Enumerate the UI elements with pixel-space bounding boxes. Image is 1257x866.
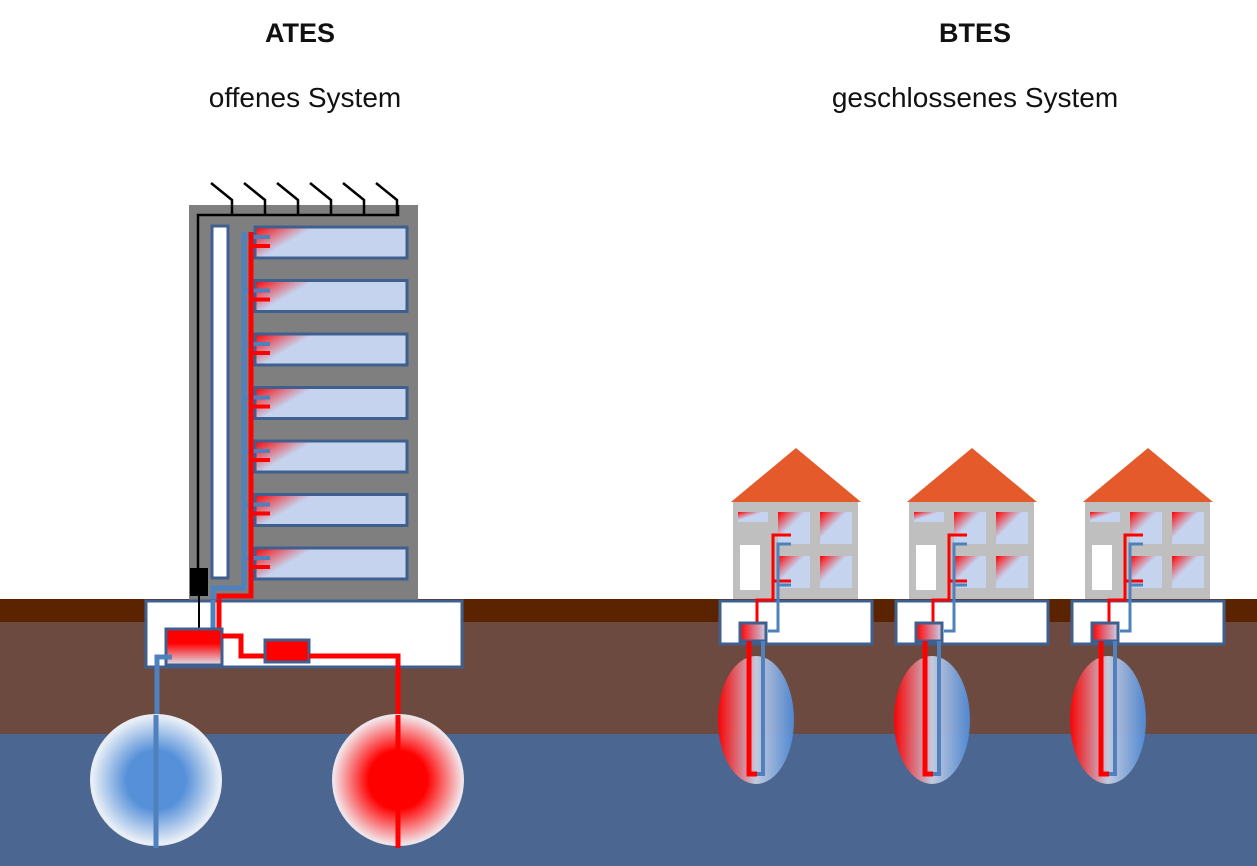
office-floor: [244, 546, 409, 581]
borehole-hot-pipe: [746, 641, 757, 777]
control-box: [190, 568, 208, 596]
hot-riser: [216, 232, 254, 600]
office-floor: [244, 279, 409, 313]
house-window: [914, 512, 944, 522]
house-door: [916, 545, 936, 590]
house-window: [1130, 512, 1162, 544]
office-floor: [244, 493, 409, 527]
house-door: [1092, 545, 1112, 590]
house-window: [820, 556, 852, 588]
house-window: [820, 512, 852, 544]
roof: [731, 448, 861, 502]
btes-subtitle: geschlossenes System: [831, 82, 1119, 113]
heat-pump: [1090, 621, 1120, 643]
btes-house-2: [894, 448, 1050, 784]
house-window: [996, 512, 1028, 544]
borehole-hot-pipe: [1098, 641, 1109, 777]
borehole-hot-pipe: [922, 641, 933, 777]
office-floor: [244, 386, 409, 420]
house-window: [996, 556, 1028, 588]
cold-riser: [210, 232, 247, 600]
heat-pump: [738, 621, 768, 643]
office-floor: [244, 332, 409, 367]
house-window: [1172, 512, 1204, 544]
house-window: [1090, 512, 1120, 522]
borehole-cold-pipe: [933, 641, 941, 776]
house-door: [740, 545, 760, 590]
roof: [907, 448, 1037, 502]
borehole-cold-pipe: [1109, 641, 1117, 776]
house-window: [1130, 556, 1162, 588]
house-window: [954, 512, 986, 544]
ates-subtitle: offenes System: [208, 82, 402, 113]
heat-exchanger: [263, 638, 311, 664]
office-floor: [244, 439, 409, 474]
antenna-icons: [196, 182, 400, 595]
ates-building: [189, 182, 418, 600]
house-window: [778, 556, 810, 588]
elevator-shaft: [210, 224, 230, 580]
house-window: [954, 556, 986, 588]
btes-title: BTES: [938, 18, 1011, 48]
btes-house-3: [1070, 448, 1226, 784]
borehole-heat-zone: [894, 656, 970, 784]
house-window: [738, 512, 768, 522]
btes-house-1: [718, 448, 874, 784]
heat-pump: [914, 621, 944, 643]
heat-pump-tank: [164, 627, 224, 667]
ates-title: ATES: [264, 18, 335, 48]
borehole-cold-pipe: [757, 641, 765, 776]
borehole-heat-zone: [1070, 656, 1146, 784]
house-window: [778, 512, 810, 544]
roof: [1083, 448, 1213, 502]
ates-basement: [144, 596, 464, 845]
office-floor: [244, 225, 409, 260]
borehole-heat-zone: [718, 656, 794, 784]
house-window: [1172, 556, 1204, 588]
